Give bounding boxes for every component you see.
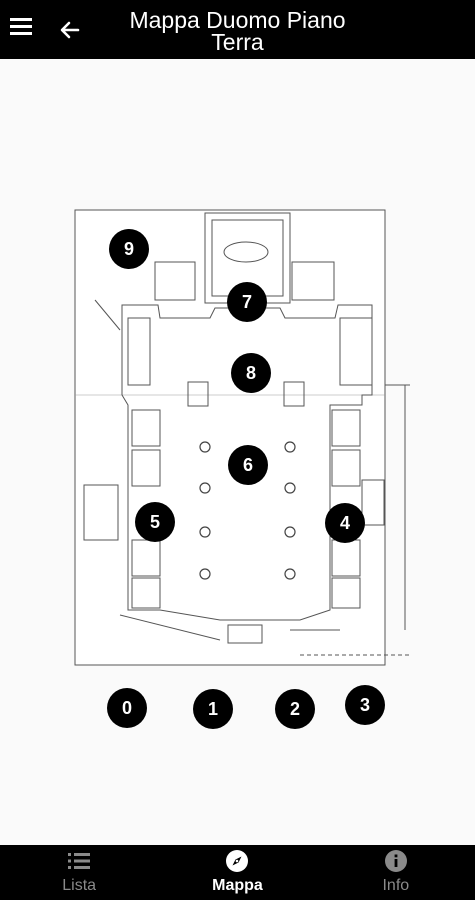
- floor-plan-image: [74, 209, 410, 666]
- app-bar: Mappa Duomo Piano Terra: [0, 0, 475, 59]
- page-title: Mappa Duomo Piano Terra: [100, 7, 375, 55]
- menu-icon[interactable]: [10, 18, 36, 42]
- compass-icon: [224, 849, 250, 873]
- nav-item-lista[interactable]: Lista: [0, 845, 158, 900]
- nav-item-mappa[interactable]: Mappa: [158, 845, 316, 900]
- map-marker-1[interactable]: 1: [193, 689, 233, 729]
- page-title-line2: Terra: [211, 29, 264, 55]
- map-area: 9 7 8 6 5 4 0 1 2 3: [0, 59, 475, 845]
- map-marker-3[interactable]: 3: [345, 685, 385, 725]
- nav-item-info[interactable]: Info: [317, 845, 475, 900]
- map-marker-2[interactable]: 2: [275, 689, 315, 729]
- page-title-line1: Mappa Duomo Piano: [129, 7, 346, 33]
- nav-item-label: Lista: [62, 877, 97, 894]
- marker-label: 1: [207, 698, 218, 719]
- marker-label: 0: [121, 697, 132, 718]
- nav-item-label: Mappa: [212, 877, 263, 894]
- marker-label: 3: [359, 694, 370, 715]
- map-marker-4[interactable]: 4: [325, 503, 365, 543]
- marker-label: 9: [123, 238, 134, 259]
- marker-label: 6: [242, 454, 253, 475]
- marker-label: 5: [149, 511, 160, 532]
- map-marker-7[interactable]: 7: [227, 282, 267, 322]
- map-marker-8[interactable]: 8: [231, 353, 271, 393]
- map-marker-5[interactable]: 5: [135, 502, 175, 542]
- list-icon: [66, 849, 92, 873]
- nav-item-label: Info: [382, 877, 410, 894]
- back-arrow-icon[interactable]: [57, 17, 83, 43]
- bottom-navigation: Lista Mappa Info: [0, 845, 475, 900]
- map-marker-6[interactable]: 6: [228, 445, 268, 485]
- marker-label: 8: [245, 362, 256, 383]
- map-marker-0[interactable]: 0: [107, 688, 147, 728]
- marker-label: 7: [241, 291, 252, 312]
- map-marker-9[interactable]: 9: [109, 229, 149, 269]
- info-icon: [383, 849, 409, 873]
- marker-label: 2: [289, 698, 300, 719]
- marker-label: 4: [339, 512, 350, 533]
